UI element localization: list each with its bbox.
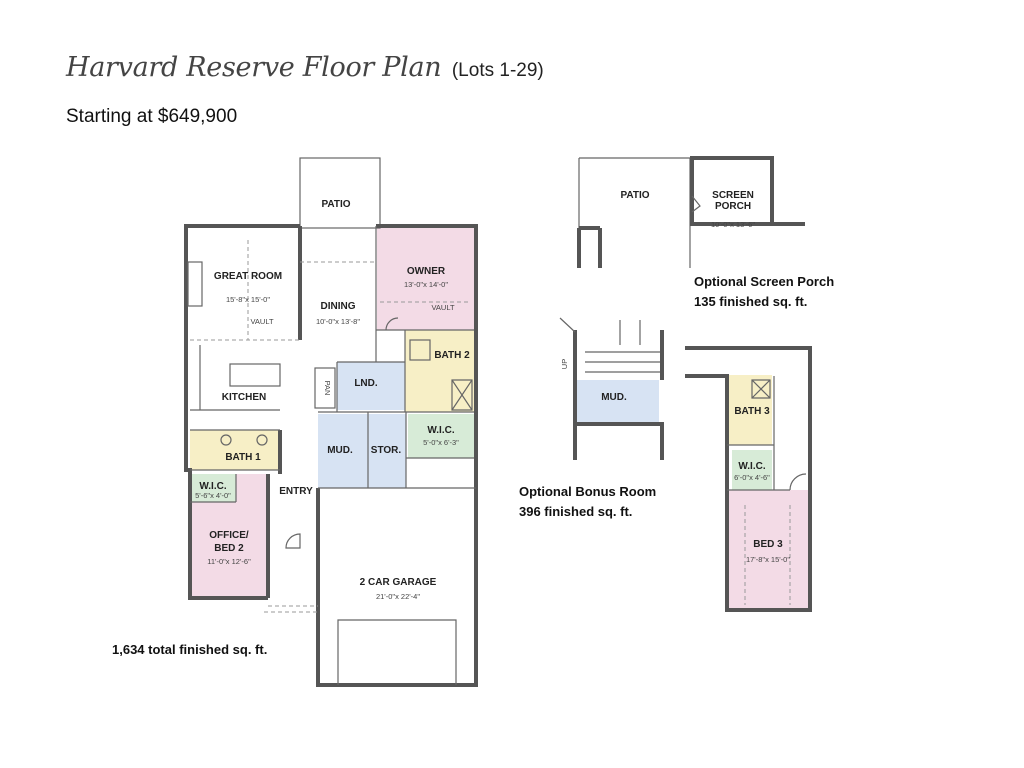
label-great-room: GREAT ROOM bbox=[214, 271, 282, 282]
bath1-sink-2 bbox=[256, 434, 268, 446]
bonus-interior-walls bbox=[727, 376, 790, 491]
bed3-door-swing bbox=[789, 473, 807, 491]
label-kitchen: KITCHEN bbox=[222, 392, 266, 403]
porch-door-swing bbox=[691, 195, 701, 213]
bath2-fill bbox=[405, 330, 474, 412]
bonus-stairs bbox=[559, 317, 660, 373]
dims-screen-porch: 10'-0"x 13'-6" bbox=[711, 220, 755, 229]
label-pantry: PAN bbox=[323, 381, 332, 396]
bonus-wic-fill bbox=[732, 450, 772, 490]
label-screen: SCREEN bbox=[712, 190, 754, 201]
entry-steps bbox=[264, 605, 318, 613]
dims-office: 11'-0"x 12'-6" bbox=[207, 557, 251, 566]
label-porch: PORCH bbox=[715, 201, 751, 212]
title-lots: (Lots 1-29) bbox=[451, 60, 544, 81]
bed3-fill bbox=[727, 490, 809, 610]
porch-house-walls bbox=[577, 222, 805, 268]
dims-bed3: 17'-8"x 15'-0" bbox=[746, 555, 790, 564]
screen-porch-title: Optional Screen Porch bbox=[694, 274, 835, 289]
owner-room-fill bbox=[377, 225, 474, 330]
label-up: UP bbox=[560, 359, 569, 369]
label-stor: STOR. bbox=[371, 445, 402, 456]
kitchen-island bbox=[229, 363, 281, 387]
label-bath1: BATH 1 bbox=[225, 452, 261, 463]
dims-great-room: 15'-8"x 15'-0" bbox=[226, 295, 270, 304]
bonus-room-note: Optional Bonus Room 396 finished sq. ft. bbox=[519, 482, 656, 522]
bath3-fill bbox=[727, 375, 772, 445]
bath2-shower bbox=[451, 379, 473, 411]
bonus-room-area: 396 finished sq. ft. bbox=[519, 504, 633, 519]
bath1-fill bbox=[190, 430, 280, 470]
patio-outline bbox=[299, 157, 381, 229]
label-owner: OWNER bbox=[407, 266, 446, 277]
label-bath3: BATH 3 bbox=[734, 406, 770, 417]
title-main: Harvard Reserve Floor Plan bbox=[66, 52, 442, 83]
dims-wic-office: 5'-6"x 4'-0" bbox=[195, 491, 231, 500]
open-area-lines bbox=[190, 240, 470, 341]
main-floor-plan: PATIO GREAT ROOM 15'-8"x 15'-0" VAULT DI… bbox=[184, 157, 478, 687]
wic-office-fill bbox=[190, 474, 236, 502]
label-office: OFFICE/ bbox=[209, 530, 249, 541]
fireplace bbox=[187, 261, 203, 307]
interior-walls bbox=[190, 226, 476, 503]
page-title: Harvard Reserve Floor Plan (Lots 1-29) bbox=[66, 52, 544, 88]
screen-porch-area: 135 finished sq. ft. bbox=[694, 294, 808, 309]
label-dining: DINING bbox=[321, 301, 356, 312]
dims-wic-owner: 5'-0"x 6'-3" bbox=[423, 438, 459, 447]
price-text: Starting at $649,900 bbox=[66, 106, 238, 127]
label-mud: MUD. bbox=[327, 445, 353, 456]
screen-porch-note: Optional Screen Porch 135 finished sq. f… bbox=[694, 272, 834, 312]
kitchen-counters bbox=[190, 345, 280, 411]
owner-door-swing bbox=[385, 317, 399, 331]
laundry-fill bbox=[337, 362, 405, 410]
label-bonus-wic: W.I.C. bbox=[738, 461, 765, 472]
bath2-tub bbox=[409, 339, 431, 361]
garage-door bbox=[337, 619, 457, 685]
label-patio: PATIO bbox=[321, 199, 350, 210]
wic-owner-fill bbox=[408, 414, 474, 458]
label-bonus-mud: MUD. bbox=[601, 392, 627, 403]
dims-garage: 21'-0"x 22'-4" bbox=[376, 592, 420, 601]
dims-owner: 13'-0"x 14'-0" bbox=[404, 280, 448, 289]
entry-door-swing bbox=[285, 533, 301, 549]
dims-dining: 10'-0"x 13'-8" bbox=[316, 317, 360, 326]
bath1-sink bbox=[220, 434, 232, 446]
label-garage: 2 CAR GARAGE bbox=[360, 577, 437, 588]
label-office-bed2: BED 2 bbox=[214, 543, 244, 554]
label-entry: ENTRY bbox=[279, 486, 313, 497]
mud-stor-fill bbox=[318, 414, 406, 488]
bonus-stair-walls bbox=[573, 330, 664, 460]
label-wic-owner: W.I.C. bbox=[427, 425, 454, 436]
label-wic-office: W.I.C. bbox=[199, 481, 226, 492]
bonus-wing-walls bbox=[685, 346, 812, 612]
screen-porch-plan: PATIO SCREEN PORCH 10'-0"x 13'-6" bbox=[577, 156, 805, 268]
bonus-room-title: Optional Bonus Room bbox=[519, 484, 657, 499]
label-porch-patio: PATIO bbox=[620, 190, 649, 201]
total-sqft-note: 1,634 total finished sq. ft. bbox=[112, 642, 268, 657]
dims-bonus-wic: 6'-0"x 4'-6" bbox=[734, 473, 770, 482]
office-walls bbox=[266, 430, 282, 598]
pantry-box bbox=[314, 367, 336, 409]
exterior-walls bbox=[184, 224, 478, 687]
bed3-dormer-lines bbox=[744, 505, 791, 605]
porch-patio-outline bbox=[578, 157, 691, 268]
bonus-mud-fill bbox=[575, 380, 659, 424]
label-vault-1: VAULT bbox=[250, 317, 273, 326]
bonus-room-plan: MUD. UP BATH 3 W.I.C. 6'-0"x 4'-6" BED 3… bbox=[559, 317, 812, 612]
label-bath2: BATH 2 bbox=[434, 350, 470, 361]
label-bed3: BED 3 bbox=[753, 539, 783, 550]
label-vault-2: VAULT bbox=[431, 303, 454, 312]
label-laundry: LND. bbox=[354, 378, 378, 389]
